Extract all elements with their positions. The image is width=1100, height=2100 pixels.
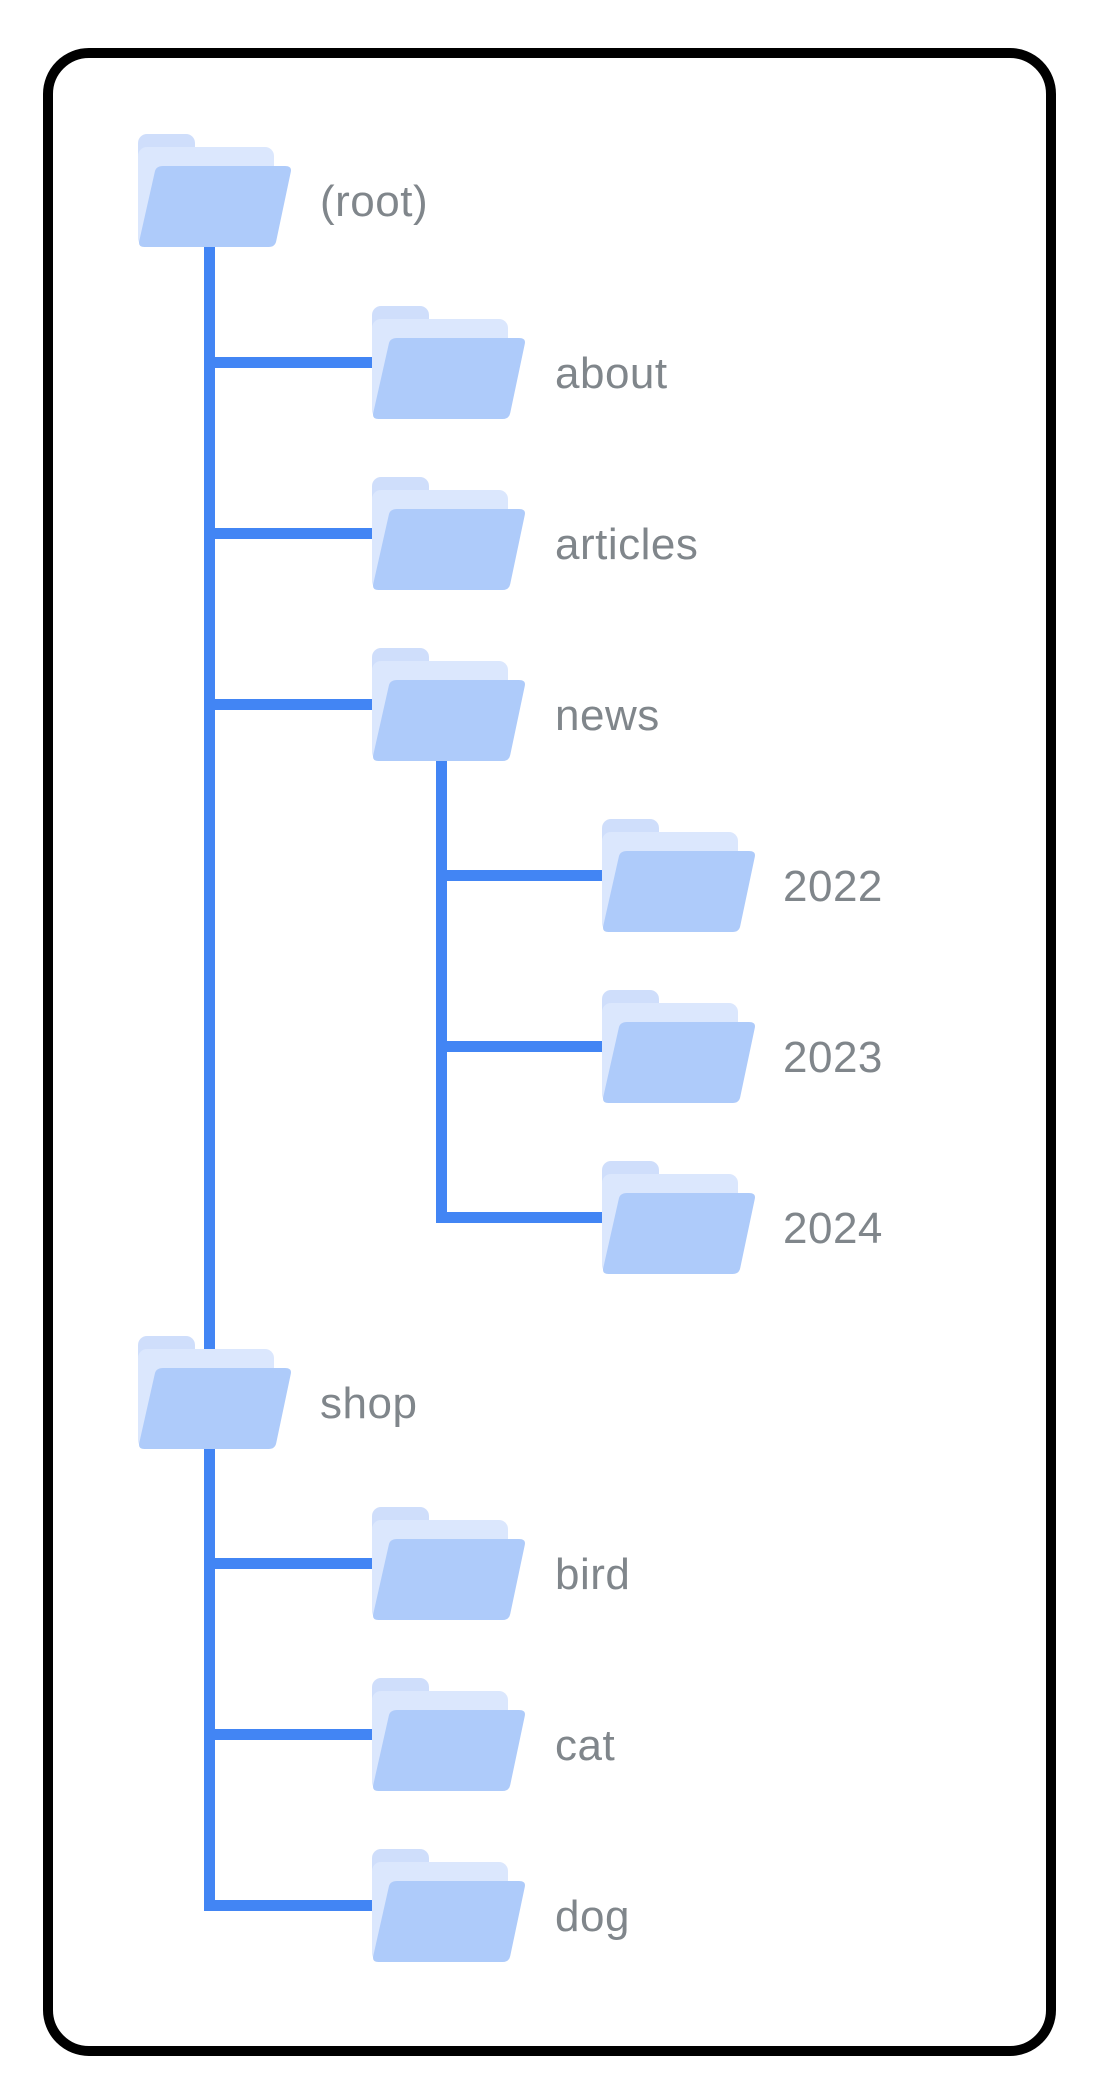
about-folder-icon (372, 306, 526, 419)
node-label-cat: cat (555, 1721, 616, 1770)
branch-line-news (204, 699, 384, 710)
rounded-border-frame (43, 48, 1056, 2056)
node-label-about: about (555, 349, 668, 398)
branch-line-about (204, 357, 384, 368)
news-trunk-line (436, 710, 447, 1223)
shop-folder-icon (138, 1336, 292, 1449)
branch-line-2022 (436, 870, 611, 881)
2024-folder-icon (602, 1161, 756, 1274)
2023-folder-icon (602, 990, 756, 1103)
branch-line-2023 (436, 1041, 611, 1052)
node-label-dog: dog (555, 1892, 630, 1941)
root-trunk-line (204, 190, 215, 1911)
branch-line-dog (204, 1900, 384, 1911)
node-label-news: news (555, 691, 660, 740)
root-folder-icon (138, 134, 292, 247)
2022-folder-icon (602, 819, 756, 932)
branch-line-2024 (436, 1212, 611, 1223)
dog-folder-icon (372, 1849, 526, 1962)
articles-folder-icon (372, 477, 526, 590)
branch-line-articles (204, 528, 384, 539)
node-label-shop: shop (320, 1379, 418, 1428)
news-folder-icon (372, 648, 526, 761)
bird-folder-icon (372, 1507, 526, 1620)
node-label-articles: articles (555, 520, 699, 569)
node-label-2023: 2023 (783, 1033, 883, 1082)
node-label-2024: 2024 (783, 1204, 883, 1253)
branch-line-bird (204, 1558, 384, 1569)
node-label-root: (root) (320, 177, 429, 226)
cat-folder-icon (372, 1678, 526, 1791)
node-label-bird: bird (555, 1550, 631, 1599)
node-label-2022: 2022 (783, 862, 883, 911)
branch-line-cat (204, 1729, 384, 1740)
